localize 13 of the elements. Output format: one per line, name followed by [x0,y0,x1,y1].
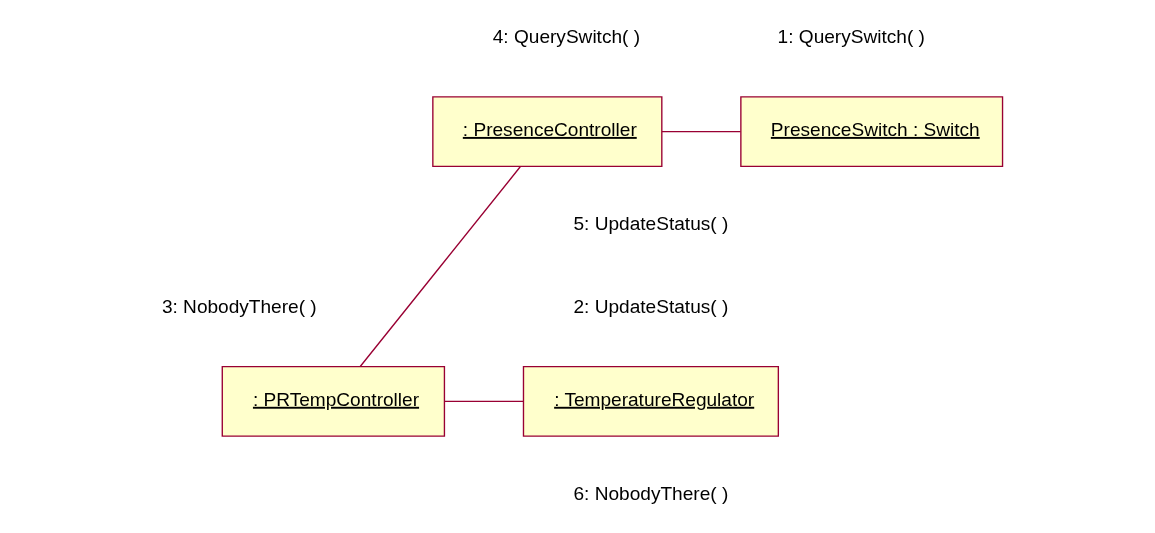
node-box: : TemperatureRegulator [522,366,779,437]
connector [660,130,741,133]
label: 2: UpdateStatus( ) [573,296,728,318]
node-box: : PresenceController [431,96,662,167]
label: 6: NobodyThere( ) [573,482,728,504]
label: 4: QuerySwitch( ) [492,26,640,48]
label: 5: UpdateStatus( ) [573,212,728,234]
label: 3: NobodyThere( ) [161,296,317,318]
node-box: PresenceSwitch : Switch [739,96,1003,167]
connector [443,400,524,403]
connector [359,166,521,368]
node-box: : PRTempController [221,366,445,437]
label: 1: QuerySwitch( ) [777,26,925,48]
